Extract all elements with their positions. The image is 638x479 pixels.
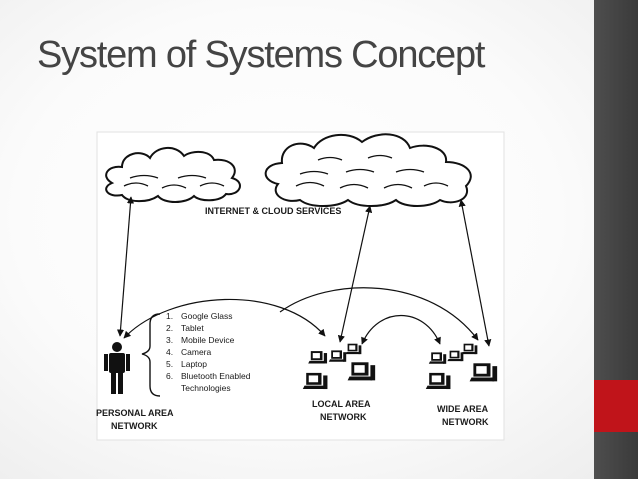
device-num: 3. bbox=[166, 335, 173, 345]
device-num: 4. bbox=[166, 347, 173, 357]
side-accent-block bbox=[594, 380, 638, 432]
device-name: Bluetooth Enabled bbox=[181, 371, 251, 381]
device-num: 1. bbox=[166, 311, 173, 321]
arc-lan-wan bbox=[361, 314, 441, 345]
device-name: Camera bbox=[181, 347, 212, 357]
arrow-pan-cloud bbox=[116, 196, 135, 337]
device-num: 5. bbox=[166, 359, 173, 369]
arc-pan-wan bbox=[279, 287, 479, 341]
arc-pan-lan bbox=[123, 298, 326, 339]
device-list: 1. Google Glass 2. Tablet 3. Mobile Devi… bbox=[166, 311, 251, 393]
device-name: Mobile Device bbox=[181, 335, 235, 345]
pan-label-line1: PERSONAL AREA bbox=[96, 408, 174, 418]
slide-title: System of Systems Concept bbox=[37, 34, 485, 76]
pan-label-line2: NETWORK bbox=[111, 421, 158, 431]
device-brace bbox=[141, 313, 161, 397]
device-num: 6. bbox=[166, 371, 173, 381]
cloud-left-icon bbox=[105, 147, 241, 203]
cloud-label: INTERNET & CLOUD SERVICES bbox=[205, 206, 341, 216]
lan-label-line2: NETWORK bbox=[320, 412, 367, 422]
device-name: Laptop bbox=[181, 359, 207, 369]
device-name: Tablet bbox=[181, 323, 204, 333]
arrow-lan-cloud bbox=[337, 205, 373, 343]
person-icon bbox=[104, 342, 130, 394]
device-num: 2. bbox=[166, 323, 173, 333]
device-name: Google Glass bbox=[181, 311, 233, 321]
wan-label-line2: NETWORK bbox=[442, 417, 489, 427]
cloud-right-icon bbox=[264, 133, 472, 207]
lan-label-line1: LOCAL AREA bbox=[312, 399, 371, 409]
arrow-wan-cloud bbox=[458, 199, 492, 347]
wan-label-line1: WIDE AREA bbox=[437, 404, 489, 414]
device-name: Technologies bbox=[181, 383, 231, 393]
